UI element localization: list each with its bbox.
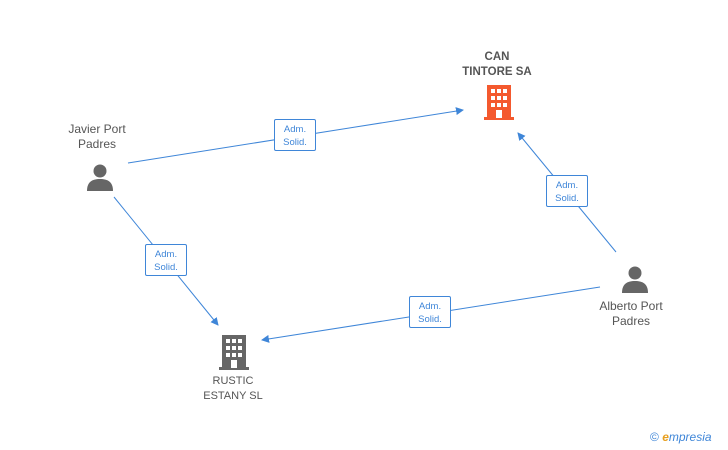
building-icon[interactable] [219, 334, 249, 370]
building-icon[interactable] [484, 84, 514, 120]
relation-badge-line2: Solid. [283, 137, 307, 148]
relation-badge[interactable]: Adm. Solid. [145, 244, 187, 276]
relation-badge-line1: Adm. [283, 124, 307, 135]
relation-badge[interactable]: Adm. Solid. [546, 175, 588, 207]
relation-badge[interactable]: Adm. Solid. [274, 119, 316, 151]
relation-badge-line1: Adm. [418, 301, 442, 312]
relation-badge-line1: Adm. [154, 249, 178, 260]
relation-badge[interactable]: Adm. Solid. [409, 296, 451, 328]
person-icon[interactable] [86, 163, 114, 191]
relation-badge-line2: Solid. [154, 262, 178, 273]
brand-logo-text: mpresia [668, 430, 712, 444]
copyright-symbol: © [650, 430, 659, 444]
relation-badge-line2: Solid. [418, 314, 442, 325]
person-icon[interactable] [621, 265, 649, 293]
company-label-rustic-estany: RUSTIC ESTANY SL [203, 375, 263, 402]
brand-logo-e: e [662, 430, 669, 444]
person-label-javier: Javier Port Padres [68, 122, 126, 151]
empresia-watermark: © empresia [650, 430, 712, 444]
relation-badge-line2: Solid. [555, 193, 579, 204]
relation-badge-line1: Adm. [555, 180, 579, 191]
company-label-can-tintore: CAN TINTORE SA [462, 51, 532, 78]
person-label-alberto: Alberto Port Padres [599, 299, 663, 328]
